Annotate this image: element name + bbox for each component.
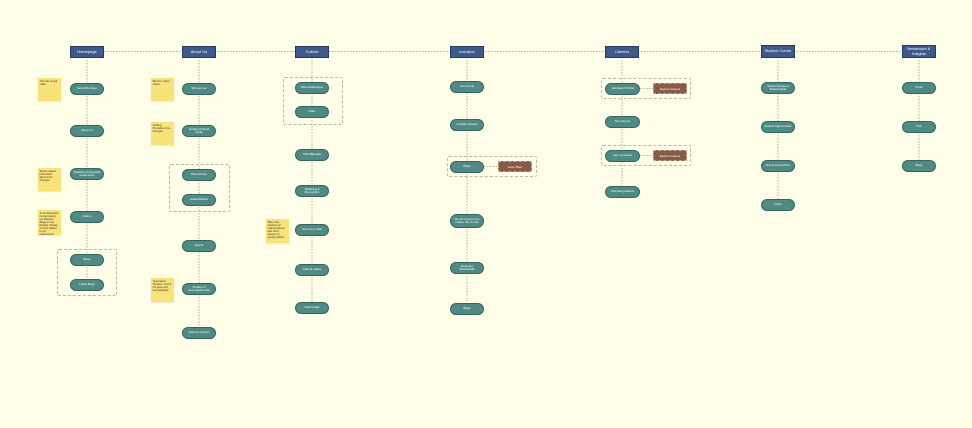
node-student-opportunities[interactable]: Student Opportunities — [761, 121, 795, 133]
node-alumni[interactable]: Alumni Connections — [761, 160, 795, 172]
group-hear-teams — [601, 145, 691, 166]
node-perks[interactable]: Perks/Benefits — [295, 149, 329, 161]
node-awards[interactable]: Awards/Ranks — [182, 194, 216, 206]
node-hero-video[interactable]: Hero/Vibe video — [70, 83, 104, 95]
node-timeline[interactable]: Timeline of accomplishments — [182, 283, 216, 295]
node-home-blogs[interactable]: Blogs — [70, 254, 104, 266]
node-events[interactable]: Events — [182, 240, 216, 252]
sticky-note: Guiding Pinnacles to be changed — [151, 122, 174, 145]
node-leaders[interactable]: Meet our leaders — [182, 327, 216, 339]
sticky-note: Stories added. Information about to be c… — [38, 168, 61, 191]
node-student-stories[interactable]: Student Stories & Student blogs — [761, 82, 795, 94]
node-cultural-goals[interactable]: Guiding Cultural Goals — [182, 125, 216, 137]
node-pillars[interactable]: Pillars — [450, 161, 484, 173]
node-job-search[interactable]: Job Search Portal — [605, 83, 640, 95]
node-partnerships[interactable]: Partnerships — [182, 169, 216, 181]
node-our-pursuit[interactable]: Our pursuit — [450, 81, 484, 93]
group-pillars — [447, 156, 537, 177]
node-interview-guidance[interactable]: Interview guidance — [605, 186, 640, 198]
node-faqs[interactable]: FAQs — [761, 199, 795, 211]
sticky-note: Mission, vision, values — [151, 78, 174, 101]
node-tech[interactable]: Tech — [902, 121, 936, 133]
node-latest-blogs[interactable]: Latest Blogs — [70, 279, 104, 291]
node-newsroom-blogs[interactable]: Blogs — [902, 160, 936, 172]
node-testimonials[interactable]: Testimonials — [295, 302, 329, 314]
node-press[interactable]: Press — [902, 82, 936, 94]
node-video[interactable]: Video — [295, 106, 329, 118]
header-newsroom[interactable]: Newsroom & Insights — [902, 45, 936, 58]
node-employee-testimonials[interactable]: Employee Testimonials — [450, 262, 484, 274]
sticky-note: To be discussed. Content about our Desig… — [38, 210, 61, 236]
sticky-note: Take note, spotting our culture aspects … — [266, 219, 289, 243]
node-inclusion-blogs[interactable]: Blogs — [450, 303, 484, 315]
header-culture[interactable]: Culture — [295, 46, 329, 58]
node-hear-teams[interactable]: Hear our teams — [605, 150, 640, 162]
node-inclusion-awards[interactable]: Inclusion Awards — [450, 119, 484, 131]
node-home-culture[interactable]: Culture — [70, 211, 104, 223]
node-explore-careers-1[interactable]: Explore Careers — [653, 83, 687, 94]
node-learn-more[interactable]: Learn More — [498, 161, 532, 172]
node-proud-culture[interactable]: We are proud of our culture. We do this — [450, 214, 484, 228]
node-who-are-we[interactable]: Who are we — [182, 83, 216, 95]
group-partnerships-awards — [169, 164, 230, 212]
sticky-note: Year based Timeline. Check out past most… — [151, 278, 174, 302]
header-student-corner[interactable]: Student Corner — [761, 45, 795, 58]
header-inclusion[interactable]: Inclusion — [450, 46, 484, 58]
node-cultural-gallery[interactable]: Cultural Gallery — [295, 264, 329, 276]
group-blogs — [57, 249, 117, 296]
group-media — [283, 77, 343, 125]
node-explore-careers-2[interactable]: Explore Careers — [653, 150, 687, 161]
node-wellbeing[interactable]: Wellbeing & Recognition — [295, 185, 329, 197]
sticky-note: This has reveal video — [38, 78, 61, 101]
node-home-about[interactable]: About Us — [70, 125, 104, 137]
node-recruitment[interactable]: Recruitment — [605, 116, 640, 128]
node-voice-ceo[interactable]: Voice from CEO — [295, 224, 329, 236]
group-job-search — [601, 78, 691, 99]
header-about-us[interactable]: About Us — [182, 46, 216, 58]
header-careers[interactable]: Careers — [605, 46, 639, 58]
node-snapshot[interactable]: Snapshot (hover/click reveal card) — [70, 168, 104, 180]
node-mini-reels[interactable]: Mini-reels/images — [295, 82, 329, 94]
header-homepage[interactable]: Homepage — [70, 46, 104, 58]
